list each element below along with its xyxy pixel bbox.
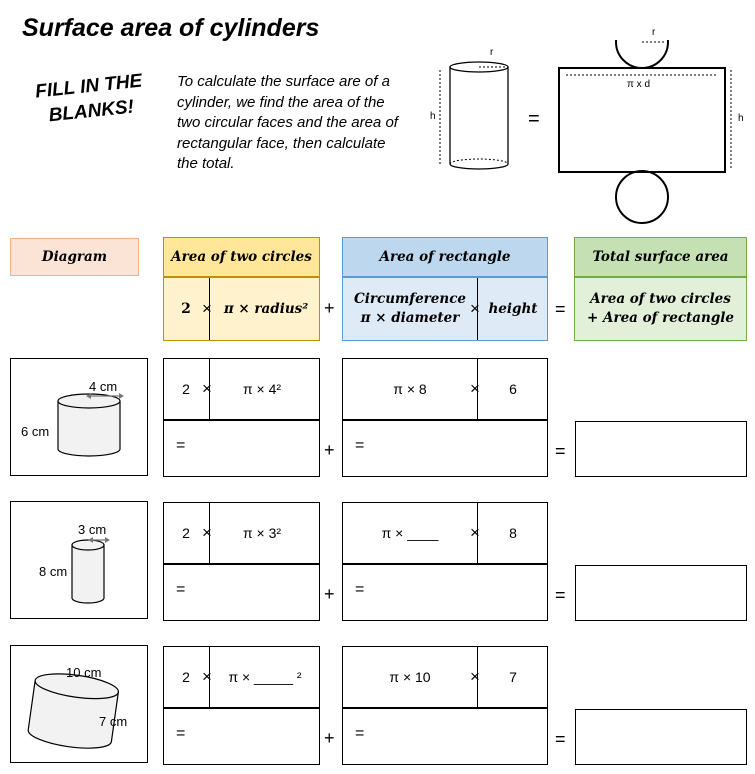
- problem-3-circles-answer[interactable]: =: [163, 708, 320, 765]
- problem-3-rect-top: π × 10 × 7: [342, 646, 548, 708]
- problem-1-times-2: ×: [470, 379, 480, 398]
- problem-1-circles-top: 2 × π × 4²: [163, 358, 320, 420]
- problem-2-total-answer[interactable]: [575, 565, 747, 621]
- formula-equals: =: [555, 299, 566, 319]
- problem-1-circles-answer[interactable]: =: [163, 420, 320, 477]
- problem-1-plus: +: [324, 440, 335, 460]
- problem-3-diagram: 10 cm 7 cm: [10, 645, 148, 763]
- problem-2-equals: =: [555, 585, 566, 605]
- radius-arrow-icon: [86, 393, 124, 399]
- problem-1-diagram: 4 cm 6 cm: [10, 358, 148, 476]
- fill-in-heading: FILL IN THE BLANKS!: [34, 70, 144, 127]
- cylinder-height-label: h: [430, 111, 436, 122]
- problem-3-eq-2: =: [355, 725, 365, 742]
- net-equals-sign: =: [528, 108, 540, 130]
- problem-1-height: 6 cm: [21, 424, 50, 439]
- problem-2-plus: +: [324, 584, 335, 604]
- problem-1-total-answer[interactable]: [575, 421, 747, 477]
- problem-2-two: 2: [182, 525, 190, 541]
- cylinder-icon: [71, 539, 105, 604]
- problem-1-circ-expr: π × 8: [393, 381, 427, 397]
- problem-2-circles-top: 2 × π × 3²: [163, 502, 320, 564]
- page-title: Surface area of cylinders: [22, 14, 320, 42]
- problem-3-total-answer[interactable]: [575, 709, 747, 765]
- cylinder-net-diagram: [439, 40, 732, 224]
- problem-2-diagram: 3 cm 8 cm: [10, 501, 148, 619]
- formula-times-1: ×: [202, 299, 212, 318]
- problem-3-times-1: ×: [202, 667, 212, 686]
- problem-2-circles-answer[interactable]: =: [163, 564, 320, 621]
- problem-2-height: 8 cm: [39, 564, 68, 579]
- problem-3-circ-expr: π × 10: [389, 669, 431, 685]
- problem-2-circle-expr: π × 3²: [242, 525, 282, 541]
- problem-2-times-1: ×: [202, 523, 212, 542]
- intro-text: To calculate the surface are of a cylind…: [177, 73, 398, 172]
- net-radius-label: r: [652, 27, 656, 38]
- formula-circumference: Circumference: [353, 291, 467, 307]
- cylinder-illustration: [439, 61, 509, 170]
- problem-2-eq-2: =: [355, 581, 365, 598]
- problem-3-height: 7 cm: [99, 714, 128, 729]
- cylinder-icon: [27, 673, 119, 749]
- radius-arrow-icon: [88, 537, 110, 543]
- problem-1-radius: 4 cm: [89, 379, 118, 394]
- problem-1-equals: =: [555, 441, 566, 461]
- problem-2-times-2: ×: [470, 523, 480, 542]
- problem-1-eq-1: =: [176, 437, 186, 454]
- problem-3-circle-expr[interactable]: π × _____ ²: [228, 669, 302, 685]
- formula-plus: +: [324, 298, 335, 318]
- formula-total-line1: Area of two circles: [590, 291, 731, 307]
- header-rectangle: Area of rectangle: [342, 237, 548, 277]
- formula-total-line2: + Area of rectangle: [586, 310, 735, 326]
- formula-times-2: ×: [470, 299, 480, 318]
- formula-circles-box: 2 × π × radius²: [163, 277, 320, 341]
- problem-3-rect-answer[interactable]: =: [342, 708, 548, 765]
- net-illustration: [558, 40, 732, 224]
- problem-2-circ-expr[interactable]: π × ____: [381, 525, 439, 541]
- net-length-label: π x d: [627, 79, 651, 90]
- header-total: Total surface area: [574, 237, 747, 277]
- problem-2-rect-answer[interactable]: =: [342, 564, 548, 621]
- problem-1-rect-top: π × 8 × 6: [342, 358, 548, 420]
- problem-1-height-val: 6: [509, 381, 517, 397]
- formula-two: 2: [181, 301, 191, 317]
- problem-3-radius: 10 cm: [66, 665, 102, 680]
- problem-2-height-val: 8: [509, 525, 517, 541]
- cylinder-icon: [57, 393, 121, 457]
- problem-1-eq-2: =: [355, 437, 365, 454]
- problem-3-plus: +: [324, 728, 335, 748]
- problem-3-equals: =: [555, 729, 566, 749]
- problem-2-radius: 3 cm: [78, 522, 107, 537]
- problem-3-height-val: 7: [509, 669, 517, 685]
- problem-3-eq-1: =: [176, 725, 186, 742]
- header-diagram: Diagram: [10, 238, 139, 276]
- formula-height: height: [488, 301, 538, 317]
- problem-3-two: 2: [182, 669, 190, 685]
- problem-3-times-2: ×: [470, 667, 480, 686]
- problem-2-eq-1: =: [176, 581, 186, 598]
- cylinder-radius-label: r: [490, 47, 494, 58]
- header-circles: Area of two circles: [163, 237, 320, 277]
- formula-rectangle-box: Circumference π × diameter × height: [342, 277, 548, 341]
- problem-3-circles-top: 2 × π × _____ ²: [163, 646, 320, 708]
- formula-pi-radius: π × radius²: [223, 301, 309, 317]
- formula-pi-diameter: π × diameter: [360, 310, 460, 326]
- problem-1-times-1: ×: [202, 379, 212, 398]
- problem-2-rect-top: π × ____ × 8: [342, 502, 548, 564]
- problem-1-two: 2: [182, 381, 190, 397]
- problem-1-circle-expr: π × 4²: [242, 381, 282, 397]
- formula-total-box: Area of two circles + Area of rectangle: [574, 277, 747, 341]
- net-height-label: h: [738, 113, 744, 124]
- problem-1-rect-answer[interactable]: =: [342, 420, 548, 477]
